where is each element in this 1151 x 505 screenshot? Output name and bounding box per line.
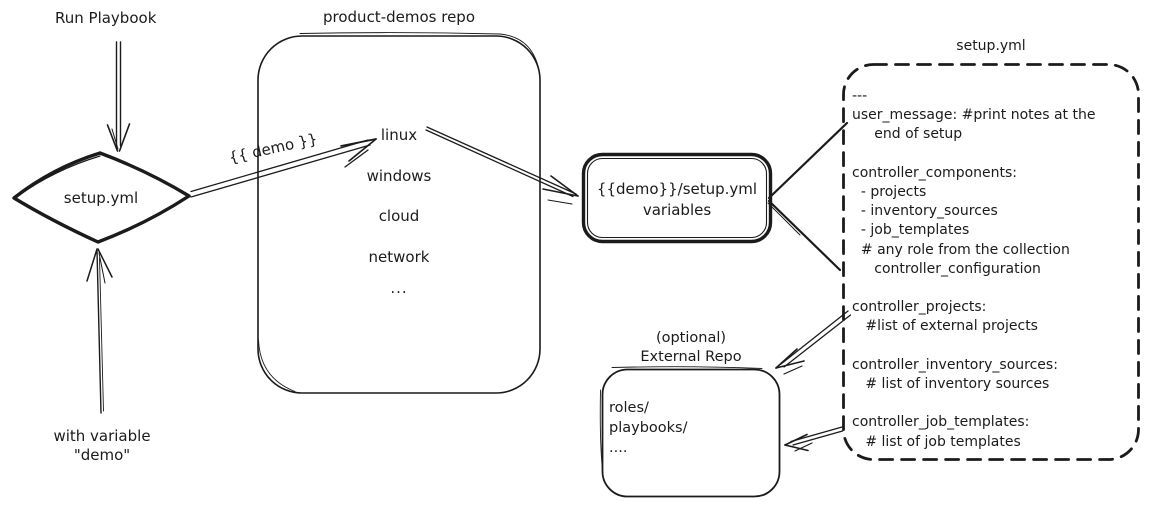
with-variable-arrow bbox=[87, 249, 112, 413]
setup-yml-diamond bbox=[14, 153, 189, 242]
demo-arrow bbox=[191, 139, 376, 197]
run-playbook-label: Run Playbook bbox=[55, 9, 157, 27]
run-playbook-arrow bbox=[108, 42, 130, 151]
variables-box-label-line1: {{demo}}/setup.yml bbox=[596, 180, 758, 198]
repo-item-linux: linux bbox=[380, 126, 418, 144]
variables-box-label-line2: variables bbox=[642, 201, 712, 219]
repo-title: product-demos repo bbox=[323, 8, 475, 26]
product-demos-repo-box bbox=[258, 33, 540, 393]
setup-yml-dashed-box bbox=[844, 65, 1139, 460]
repo-item-windows: windows bbox=[366, 167, 432, 185]
external-repo-label: (optional) External Repo bbox=[640, 330, 742, 365]
setupyml-title: setup.yml bbox=[956, 38, 1026, 54]
with-variable-label: with variable "demo" bbox=[53, 427, 151, 464]
setupyml-content: --- user_message: #print notes at the en… bbox=[852, 88, 1096, 450]
repo-item-cloud: cloud bbox=[378, 207, 420, 225]
variables-to-setupyml-connectors bbox=[768, 123, 847, 270]
diamond-label: setup.yml bbox=[63, 189, 139, 207]
setupyml-to-external-arrow-top bbox=[776, 311, 851, 374]
setupyml-to-external-arrow-bottom bbox=[785, 427, 843, 451]
linux-to-variables-arrow bbox=[426, 127, 578, 204]
external-repo-content: roles/ playbooks/ .... bbox=[609, 400, 688, 456]
repo-item-ellipsis: ... bbox=[390, 279, 408, 297]
repo-item-network: network bbox=[368, 248, 430, 266]
external-repo-box bbox=[600, 367, 779, 497]
